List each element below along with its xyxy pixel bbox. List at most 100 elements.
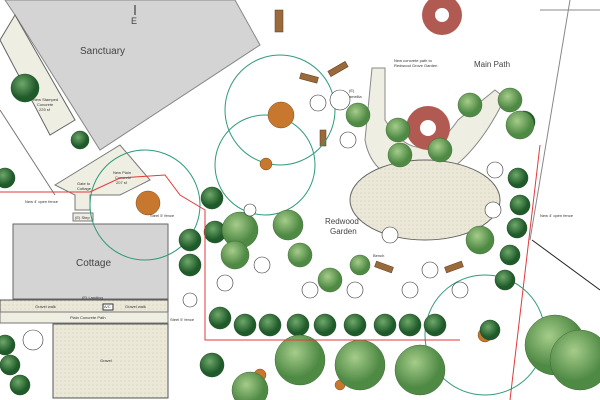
gravel-oval — [349, 159, 501, 241]
camellia-label: Camellia — [346, 94, 362, 99]
benches — [274, 9, 464, 274]
shrub — [199, 352, 225, 378]
gravel-area — [52, 323, 169, 399]
shrub-outline — [401, 281, 419, 299]
shrub — [373, 313, 397, 337]
shrub-outline — [484, 201, 502, 219]
tree — [497, 87, 523, 113]
tree — [231, 371, 269, 400]
shrub — [200, 186, 224, 210]
ac-label: A/C — [104, 304, 111, 309]
shrub-outline — [346, 281, 364, 299]
shrub — [499, 244, 521, 266]
tree — [549, 329, 600, 391]
tree — [334, 339, 386, 391]
landing-label: (E) Landing — [82, 295, 103, 300]
gravel-walk-label: Gravel walk — [35, 304, 56, 309]
bench-label: Bench — [373, 253, 384, 258]
shrub — [286, 313, 310, 337]
gravel-label: Gravel — [100, 358, 112, 363]
tree — [345, 102, 371, 128]
steel-fence-label: Steel 5' fence — [150, 213, 175, 218]
shrub — [507, 167, 529, 189]
shrub — [423, 313, 447, 337]
plain-concrete-path — [0, 311, 169, 324]
shrub-outline — [243, 203, 257, 217]
tree — [427, 137, 453, 163]
shrub — [479, 319, 501, 341]
tree — [457, 92, 483, 118]
shrub — [506, 217, 528, 239]
shrub-outline — [22, 329, 44, 351]
shrub-outline — [301, 281, 319, 299]
shrub — [9, 374, 31, 396]
steel-fence-label: Steel 5' fence — [170, 317, 195, 322]
shrub-outline — [309, 94, 327, 112]
tree — [465, 225, 495, 255]
tree — [274, 334, 326, 386]
plain-concrete-label: New Plain — [113, 170, 131, 175]
shrub-outline — [381, 226, 399, 244]
shrub-outline — [451, 281, 469, 299]
property-line — [529, 0, 571, 241]
redwood-garden-label: Garden — [330, 227, 357, 236]
shrub — [398, 313, 422, 337]
gate-label: Cottage — [77, 186, 92, 191]
tree — [317, 267, 343, 293]
shrub — [313, 313, 337, 337]
gate-label: Gate to — [77, 181, 91, 186]
shrub-outline — [216, 274, 234, 292]
redwood-trunks — [135, 101, 493, 391]
ac-unit — [102, 303, 114, 311]
path-note: Redwood Grove Garden — [394, 63, 437, 68]
tree — [385, 117, 411, 143]
shrub — [0, 167, 16, 189]
stamped-concrete-label: Concrete — [37, 102, 54, 107]
shrub — [343, 313, 367, 337]
tree — [505, 110, 535, 140]
open-fence — [0, 174, 460, 341]
shrub — [0, 334, 16, 356]
wall-line — [0, 109, 56, 196]
sanctuary-label: Sanctuary — [80, 46, 125, 57]
plain-path-label: Plain Concrete Path — [70, 315, 106, 320]
tree — [349, 254, 371, 276]
stamped-concrete — [0, 14, 76, 136]
tree — [272, 209, 304, 241]
shrub — [10, 73, 40, 103]
light-trees — [220, 87, 600, 400]
tree — [220, 240, 250, 270]
camellia-label: (E) — [349, 88, 355, 93]
open-fence-label: New 4' open fence — [540, 213, 574, 218]
shrub — [178, 228, 202, 252]
tree — [394, 344, 446, 396]
redwood-garden-label: Redwood — [325, 217, 359, 226]
shrub — [0, 354, 21, 376]
shrub — [178, 253, 202, 277]
path-note: New concrete path to — [394, 58, 433, 63]
outline-shrubs — [22, 89, 504, 351]
gravel-walk-label: Gravel walk — [125, 304, 146, 309]
shrub-outline — [253, 256, 271, 274]
shrub-outline — [486, 161, 504, 179]
shrub-outline — [182, 292, 198, 308]
sanctuary-building — [4, 0, 261, 151]
entrance-label: E — [131, 16, 137, 26]
open-fence-label: New 4' open fence — [25, 199, 59, 204]
tree — [287, 242, 313, 268]
plain-concrete-area: 207 sf — [116, 180, 128, 185]
dark-shrubs — [0, 73, 536, 396]
plain-concrete — [53, 144, 151, 211]
steel-fence — [509, 144, 541, 400]
cottage-building — [12, 223, 169, 300]
direction-arrow — [531, 239, 600, 291]
shrub — [258, 313, 282, 337]
shrub — [233, 313, 257, 337]
main-path-label: Main Path — [474, 60, 510, 69]
shrub-outline — [339, 131, 357, 149]
shrub — [70, 130, 90, 150]
shrub — [509, 194, 531, 216]
cottage-label: Cottage — [76, 258, 111, 269]
